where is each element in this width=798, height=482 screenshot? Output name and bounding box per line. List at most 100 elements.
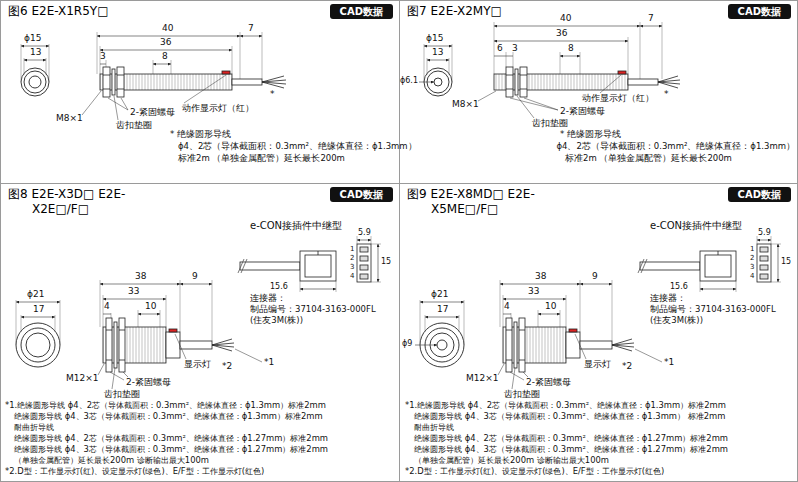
- figure-title: 图8 E2E-X3D□ E2E-X2E□/F□: [8, 187, 172, 217]
- dimension-line: [55, 315, 56, 332]
- leader-line: [184, 75, 226, 103]
- leader-line: [112, 368, 115, 389]
- dimension-line: [21, 46, 49, 47]
- sensor-body: [106, 330, 112, 331]
- callout-mark: 2: [750, 255, 754, 263]
- sensor-side-view: [232, 79, 262, 85]
- part-label: 显示灯: [584, 360, 611, 370]
- extension-line: [24, 58, 25, 75]
- dimension-label: 9: [592, 272, 598, 282]
- part-label: e-CON接插件中继型: [250, 220, 342, 231]
- note-text: 连接器：: [250, 294, 286, 303]
- extension-line: [662, 22, 663, 79]
- leader-line: [235, 349, 262, 362]
- note-text: 耐曲折导线: [14, 423, 54, 432]
- front-view: [24, 71, 46, 93]
- extension-line: [513, 52, 514, 67]
- callout-mark: 1: [750, 246, 754, 254]
- extension-line: [424, 22, 662, 82]
- dimension-line: [100, 64, 106, 65]
- extension-line: [103, 295, 104, 327]
- dimension-label: 3: [100, 52, 106, 62]
- extension-line: [49, 44, 50, 82]
- leader-line: [110, 372, 128, 380]
- cad-badge: CAD数据: [728, 187, 791, 202]
- sensor-side-view: [618, 71, 626, 74]
- extension-line: [640, 22, 641, 79]
- front-view: [29, 76, 41, 88]
- dimension-line: [21, 36, 262, 64]
- note-text: * 绝缘圆形导线: [560, 130, 621, 139]
- leader-line: [98, 334, 262, 389]
- note-text: 耐曲折导线: [414, 423, 454, 432]
- front-view: [16, 323, 60, 367]
- dimension-line: [494, 56, 506, 57]
- note-text: *1.绝缘圆形导线 ϕ4、2芯（导体截面积：0.3mm²、绝缘体直径：ϕ1.3m…: [405, 401, 726, 410]
- e-con-connector: [300, 251, 336, 281]
- note-text: ϕ4、2芯（导体截面积：0.3mm²、绝缘体直径：ϕ1.3mm）: [178, 142, 417, 151]
- e-con-connector: [360, 274, 368, 279]
- figure-title: 图7 E2E-X2MY□: [407, 4, 571, 19]
- sensor-body: [106, 360, 112, 361]
- dimension-label: 5.9: [358, 229, 371, 238]
- dimension-label: 5.9: [758, 229, 771, 238]
- sensor-body: [119, 318, 125, 372]
- dimension-label: 10: [145, 302, 156, 312]
- dimension-label: 40: [162, 24, 173, 34]
- extension-line: [138, 310, 139, 327]
- dimension-label: 15: [381, 258, 391, 267]
- front-view: [21, 68, 49, 96]
- callout-mark: 2: [350, 255, 354, 263]
- part-label: M12×1: [466, 374, 498, 384]
- extension-line: [46, 58, 47, 75]
- leader-line: [600, 75, 621, 93]
- extension-line: [171, 60, 172, 74]
- dimension-line: [100, 284, 180, 285]
- dimension-line: [300, 289, 336, 290]
- extension-line: [97, 32, 98, 74]
- sensor-side-view: [628, 79, 658, 85]
- figure-title: 图6 E2E-X1R5Y□: [8, 4, 172, 19]
- sensor-side-view: [515, 69, 518, 95]
- sensor-side-view: [520, 75, 527, 76]
- dimension-label: 8: [568, 44, 574, 54]
- sensor-side-view: [520, 67, 527, 97]
- sensor-side-view: [103, 67, 110, 97]
- sensor-side-view: [103, 89, 110, 90]
- sensor-body: [169, 329, 177, 332]
- dimension-label: 15.6: [270, 283, 288, 292]
- dimension-line: [415, 300, 464, 345]
- part-label: 2-紧固螺母: [560, 107, 605, 117]
- sensor-side-view: [494, 67, 680, 97]
- sensor-side-view: [520, 89, 527, 90]
- extension-line: [506, 52, 507, 67]
- extension-line: [560, 52, 561, 74]
- note-text: （单独金属配管）延长最长200m 诊断输出最大100m: [414, 456, 609, 465]
- sensor-body: [119, 360, 125, 361]
- extension-line: [21, 44, 22, 82]
- leader-line: [98, 364, 104, 375]
- part-label: M8×1: [452, 100, 479, 110]
- note-text: 绝缘圆形导线 ϕ4、3芯（导体截面积：0.3mm²、绝缘体直径：ϕ1.3mm） …: [414, 412, 725, 421]
- e-con-connector: [360, 247, 368, 252]
- dimension-line: [420, 302, 464, 303]
- leader-line: [114, 96, 118, 120]
- extension-line: [100, 236, 381, 341]
- extension-line: [262, 32, 263, 79]
- dimension-line: [419, 82, 434, 83]
- extension-line: [300, 281, 301, 292]
- note-text: *2.D型：工作显示灯(红)、设定显示灯(绿色)、E/F型：工作显示灯(红色): [5, 467, 264, 476]
- callout-mark: *1: [264, 358, 274, 368]
- note-text: 标准2m （单独金属配管）延长最长200m: [178, 154, 345, 163]
- callout-mark: 4: [350, 273, 354, 281]
- sensor-side-view: [222, 71, 230, 74]
- note-text: 制品编号：37104-3163-000FL: [250, 305, 376, 314]
- callout-mark: *: [664, 90, 669, 100]
- callout-mark: *1: [664, 358, 674, 368]
- extension-line: [153, 60, 154, 74]
- sensor-side-view: [506, 89, 513, 90]
- note-text: *1.绝缘圆形导线 ϕ4、2芯（导体截面积：0.3mm²、绝缘体直径：ϕ1.3m…: [5, 401, 326, 410]
- e-con-connector: [360, 265, 368, 270]
- sensor-body: [166, 332, 180, 358]
- sensor-body: [119, 330, 125, 331]
